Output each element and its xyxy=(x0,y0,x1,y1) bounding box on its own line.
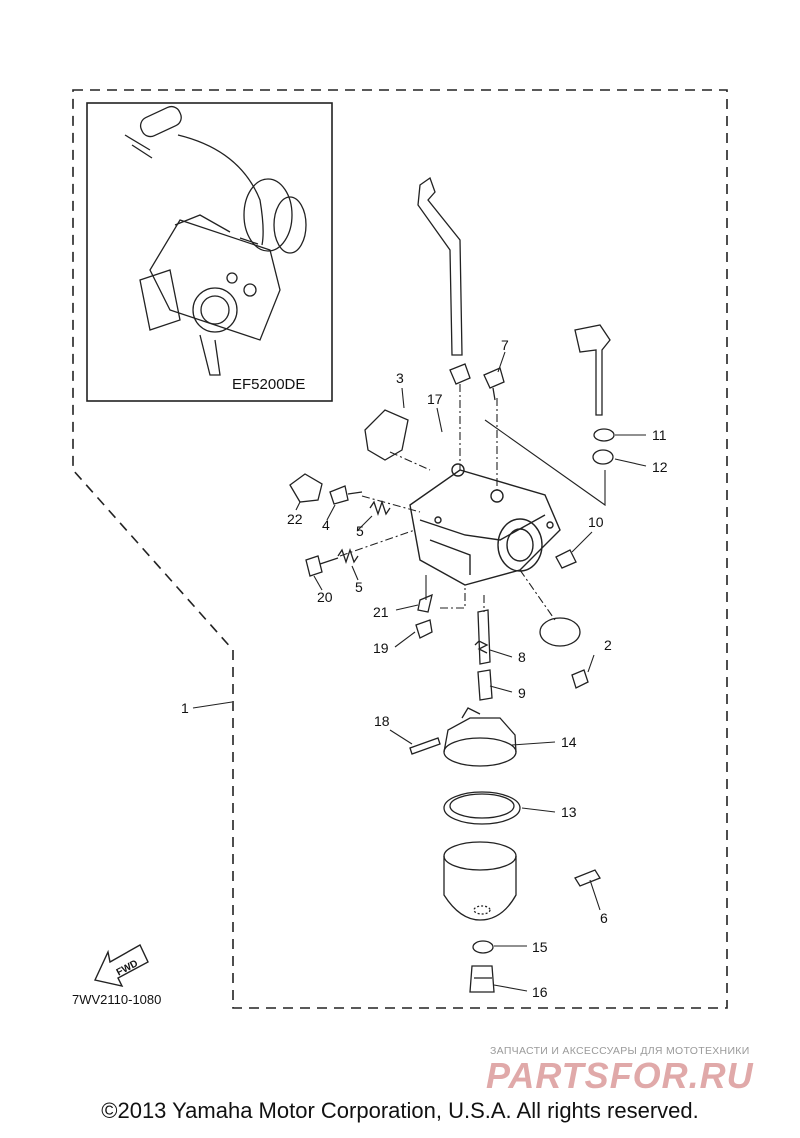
callout-13: 13 xyxy=(561,804,577,820)
callout-21: 21 xyxy=(373,604,389,620)
copyright-notice: ©2013 Yamaha Motor Corporation, U.S.A. A… xyxy=(101,1098,699,1123)
inset-model-label: EF5200DE xyxy=(232,376,305,393)
callout-10: 10 xyxy=(588,514,604,530)
watermark-brand: PARTSFOR.RU xyxy=(486,1055,754,1096)
callout-15: 15 xyxy=(532,939,548,955)
inset-panel: EF5200DE xyxy=(86,102,333,402)
callout-22: 22 xyxy=(287,511,303,527)
callout-14: 14 xyxy=(561,734,577,750)
diagram-code: 7WV2110-1080 xyxy=(72,992,161,1007)
watermark-tagline: ЗАПЧАСТИ И АКСЕССУАРЫ ДЛЯ МОТОТЕХНИКИ xyxy=(490,1045,750,1057)
carburetor-body xyxy=(409,463,561,586)
part-jet-9 xyxy=(477,669,493,701)
callout-8: 8 xyxy=(518,649,526,665)
part-bolt-16 xyxy=(469,965,495,993)
callout-3: 3 xyxy=(396,370,404,386)
choke-lever xyxy=(574,324,611,416)
fwd-arrow-icon: FWD xyxy=(93,944,149,988)
callout-18: 18 xyxy=(374,713,390,729)
callout-1: 1 xyxy=(181,700,189,716)
callout-19: 19 xyxy=(373,640,389,656)
part-float-bowl xyxy=(443,841,517,921)
part-nozzle-8 xyxy=(474,609,491,665)
callout-12: 12 xyxy=(652,459,668,475)
callout-5b: 5 xyxy=(355,579,363,595)
part-spring-5b xyxy=(337,547,359,565)
callout-labels: 1 2 3 4 5 5 6 7 8 9 10 11 12 13 14 15 16… xyxy=(181,337,668,1000)
leader-lines xyxy=(192,351,647,992)
part-spring-5a xyxy=(369,499,391,517)
part-cap xyxy=(449,363,471,385)
callout-6: 6 xyxy=(600,910,608,926)
callout-4: 4 xyxy=(322,517,330,533)
callout-7: 7 xyxy=(501,337,509,353)
part-screw-20 xyxy=(305,555,339,577)
part-fitting-10 xyxy=(555,549,577,569)
callout-20: 20 xyxy=(317,589,333,605)
part-washer-15 xyxy=(472,940,494,954)
callout-5a: 5 xyxy=(356,523,364,539)
callout-2: 2 xyxy=(604,637,612,653)
part-gasket-13 xyxy=(443,791,521,825)
callout-17: 17 xyxy=(427,391,443,407)
part-screw-2 xyxy=(571,669,589,689)
callout-9: 9 xyxy=(518,685,526,701)
callout-16: 16 xyxy=(532,984,548,1000)
part-washer-11 xyxy=(593,428,615,442)
part-choke-plate xyxy=(539,617,581,647)
throttle-link xyxy=(417,176,463,356)
part-cap-22 xyxy=(289,473,323,503)
part-pin-18 xyxy=(409,737,441,755)
part-screw-7 xyxy=(483,367,505,401)
part-needle-21 xyxy=(417,593,433,613)
callout-11: 11 xyxy=(652,427,667,443)
part-screw-4 xyxy=(329,485,363,505)
part-screw-6 xyxy=(574,869,601,887)
part-float-14 xyxy=(443,707,517,767)
part-plate xyxy=(364,409,409,461)
part-seal-12 xyxy=(592,449,614,465)
part-clip-19 xyxy=(415,619,433,639)
assembly-boundary xyxy=(72,89,728,1009)
